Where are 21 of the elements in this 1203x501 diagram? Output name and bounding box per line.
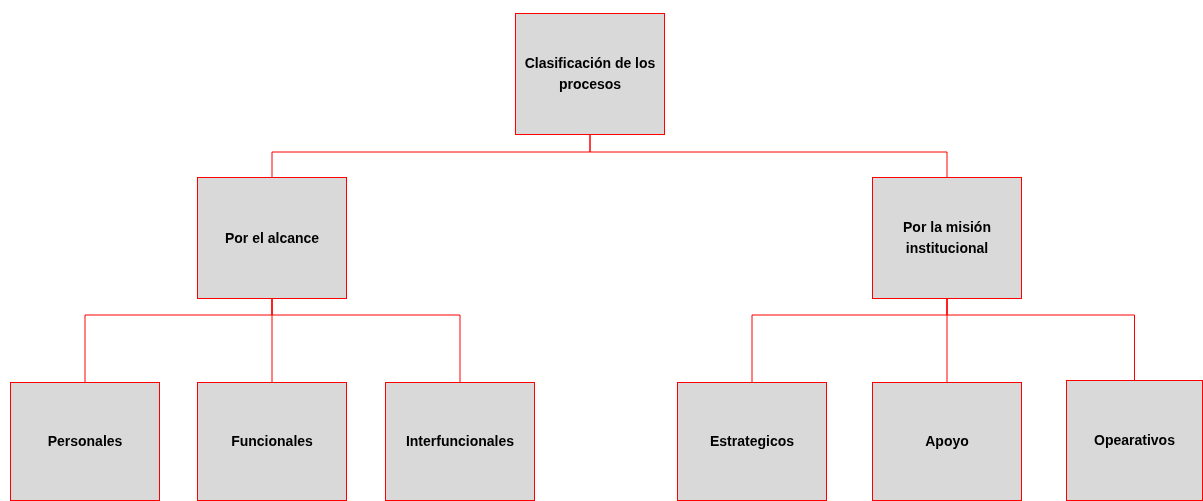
category-box [872,382,1022,501]
category-box [515,13,665,135]
category-box [872,177,1022,299]
connector-line [946,298,1135,381]
box-label: Estrategicos [709,432,794,451]
connector-line [589,134,948,178]
box-label: Funcionales [231,432,313,451]
category-box [197,382,347,501]
box-label: Interfuncionales [405,432,515,451]
category-box [385,382,535,501]
box-label: Por la misión institucional [902,218,992,258]
box-label: Apoyo [925,432,969,451]
box-label: Opearativos [1094,431,1175,450]
category-box [677,382,827,501]
box-label: Personales [47,432,123,451]
connector-line [271,298,461,383]
box-label: Por el alcance [224,228,320,248]
category-box [10,382,160,501]
category-box [197,177,347,299]
category-box [1066,380,1203,501]
box-label: Clasificación de los procesos [523,54,657,94]
